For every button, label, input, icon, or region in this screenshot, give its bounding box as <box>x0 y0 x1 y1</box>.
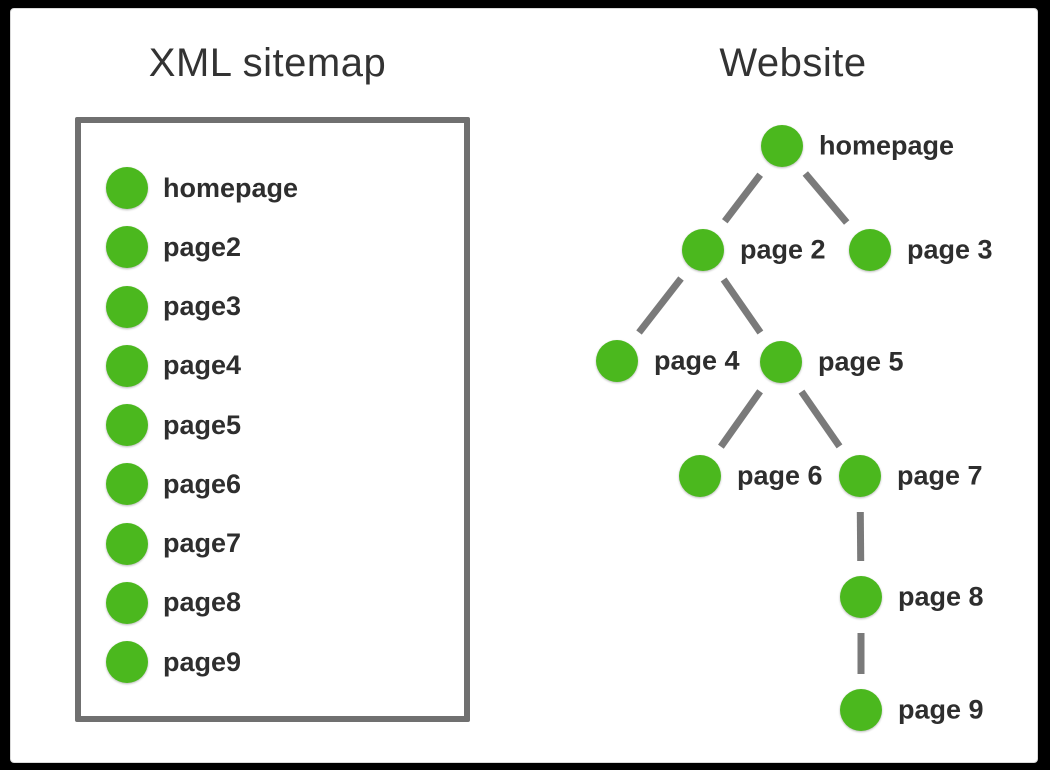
node-label: page 6 <box>737 460 823 491</box>
node-label: page 8 <box>898 581 984 612</box>
sitemap-list: homepage page2 page3 page4 page5 page6 page7 pa… <box>75 117 470 722</box>
diagram-canvas <box>10 8 1038 763</box>
sitemap-entry: homepage <box>106 167 298 209</box>
page-label: page6 <box>163 468 242 499</box>
page-label: page4 <box>163 350 242 381</box>
page-node-icon <box>840 576 882 618</box>
page-node-icon <box>761 125 803 167</box>
page-label: page2 <box>163 231 242 262</box>
node-label: page 3 <box>907 234 993 265</box>
tree-edge <box>722 172 763 224</box>
page-node-icon <box>679 455 721 497</box>
page-bullet-icon <box>106 641 148 683</box>
node-label: page 2 <box>740 234 826 265</box>
page-bullet-icon <box>106 285 148 328</box>
page-label: page8 <box>163 587 242 618</box>
page-bullet-icon <box>106 167 148 209</box>
page-bullet-icon <box>106 226 148 269</box>
page-label: page9 <box>163 646 242 677</box>
tree-node-page2: page 2 <box>682 229 826 271</box>
tree-node-page5: page 5 <box>760 341 904 383</box>
page-node-icon <box>682 229 724 271</box>
page-bullet-icon <box>106 463 148 506</box>
sitemap-box <box>75 117 470 722</box>
page-node-icon <box>596 340 638 382</box>
sitemap-entry: page4 <box>106 344 242 387</box>
xml-sitemap-title: XML sitemap <box>148 41 387 85</box>
page-bullet-icon <box>106 581 148 624</box>
sitemap-entry: page7 <box>106 522 242 565</box>
tree-node-page9: page 9 <box>840 689 984 731</box>
page-node-icon <box>849 229 891 271</box>
node-label: homepage <box>819 130 955 161</box>
page-label: page3 <box>163 291 242 321</box>
page-node-icon <box>839 455 881 497</box>
page-bullet-icon <box>106 522 148 565</box>
sitemap-entry: page3 <box>106 285 242 328</box>
sitemap-entry: page9 <box>106 641 241 683</box>
sitemap-entry: page2 <box>106 226 242 269</box>
page-bullet-icon <box>106 344 148 387</box>
sitemap-entry: page6 <box>106 463 242 506</box>
tree-node-page7: page 7 <box>839 455 983 497</box>
tree-edge <box>798 389 843 449</box>
tree-node-page8: page 8 <box>840 576 984 618</box>
tree-edge <box>636 276 684 335</box>
page-label: homepage <box>163 172 299 203</box>
tree-edge <box>802 171 850 225</box>
tree-node-page4: page 4 <box>596 340 740 382</box>
node-label: page 7 <box>897 460 983 491</box>
page-bullet-icon <box>106 404 148 446</box>
node-label: page 9 <box>898 694 984 725</box>
node-label: page 5 <box>818 346 904 377</box>
tree-node-page6: page 6 <box>679 455 823 497</box>
page-node-icon <box>840 689 882 731</box>
tree-node-page3: page 3 <box>849 229 993 271</box>
tree-node-homepage: homepage <box>761 125 954 167</box>
website-title: Website <box>719 41 867 85</box>
node-label: page 4 <box>654 345 740 376</box>
sitemap-entry: page5 <box>106 404 241 446</box>
tree-edge <box>718 389 763 449</box>
page-label: page5 <box>163 409 242 440</box>
tree-edge <box>720 277 764 335</box>
page-label: page7 <box>163 528 242 558</box>
page-node-icon <box>760 341 802 383</box>
sitemap-entry: page8 <box>106 581 242 624</box>
